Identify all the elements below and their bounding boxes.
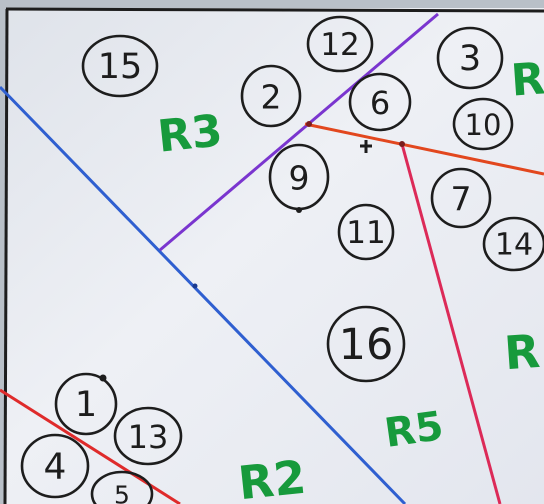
circle-number: 11 (346, 215, 385, 251)
circle-number: 7 (451, 180, 472, 219)
purple-partition-line (159, 12, 439, 252)
circle-outline (482, 216, 544, 272)
circle-outline (326, 305, 406, 383)
circle-number: 4 (44, 447, 67, 488)
circle-outline (90, 470, 154, 504)
circle-number: 9 (289, 159, 310, 198)
circle-number: 12 (320, 27, 359, 63)
circle-outline (337, 203, 395, 261)
circle-node-15: 15 (81, 34, 159, 98)
circle-outline (436, 26, 504, 90)
region-label-r_right: R (502, 324, 541, 380)
circle-number: 1 (75, 385, 97, 425)
circle-node-13: 13 (113, 406, 183, 466)
circle-node-16: 16 (326, 305, 406, 383)
circle-node-2: 2 (240, 64, 302, 128)
region-label-r2: R2 (236, 450, 309, 504)
circle-node-7: 7 (430, 167, 492, 229)
circle-node-12: 12 (306, 15, 374, 73)
cross-mark (360, 140, 372, 153)
line-dot (192, 283, 198, 289)
circle-outline (20, 433, 90, 499)
circle-outline (240, 64, 302, 128)
blue-partition-line (0, 85, 407, 504)
circle-node-11: 11 (337, 203, 395, 261)
circle-outline (54, 372, 118, 436)
circle-number: 13 (128, 418, 169, 456)
circle-node-1: 1 (54, 372, 118, 436)
circle-number: 16 (339, 320, 394, 370)
circle-node-10: 10 (452, 97, 514, 151)
paper-sheet (6, 8, 544, 504)
circle-node-5: 5 (90, 470, 154, 504)
frame-left-line (3, 8, 9, 504)
circle-number: 5 (114, 481, 130, 504)
circle-outline (348, 72, 412, 132)
circle-node-9: 9 (268, 143, 330, 211)
circle-node-4: 4 (20, 433, 90, 499)
circle-number: 6 (370, 84, 390, 122)
circle-number: 15 (98, 47, 143, 87)
region-label-r_top_right: R (509, 53, 544, 106)
circle-number: 3 (459, 39, 481, 79)
circle-outline (81, 34, 159, 98)
circle-outline (452, 97, 514, 151)
circle-node-14: 14 (482, 216, 544, 272)
pink-partition-line (400, 143, 502, 504)
region-label-r3: R3 (155, 105, 224, 162)
circle-outline (113, 406, 183, 466)
circle-number: 10 (465, 108, 502, 142)
junction-dot (399, 141, 405, 147)
circle-outline (306, 15, 374, 73)
numbered-circles: 15 12 2 6 3 10 9 7 11 14 16 1 13 4 5 (20, 15, 544, 504)
circle-node-6: 6 (348, 72, 412, 132)
circle-node-3: 3 (436, 26, 504, 90)
circle-number: 2 (261, 78, 282, 117)
orange-partition-line (304, 122, 544, 176)
region-label-r5: R5 (382, 403, 446, 457)
circle-number: 14 (495, 228, 533, 263)
junction-dot (306, 121, 312, 127)
circle-outline (430, 167, 492, 229)
circle-outline (268, 143, 330, 211)
frame-top-line (5, 7, 544, 13)
